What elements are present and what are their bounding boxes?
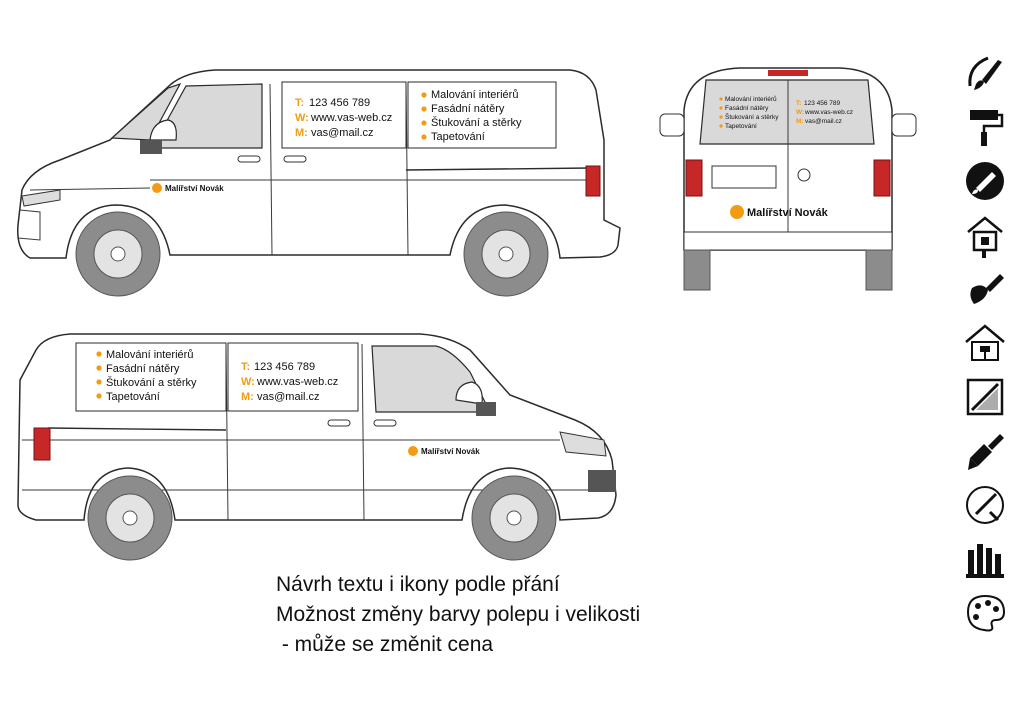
note-line-2: Možnost změny barvy polepu i velikosti xyxy=(276,603,641,626)
rear-web-label: W: xyxy=(796,109,804,116)
wall-painting-icon[interactable] xyxy=(962,374,1008,420)
drop-icon xyxy=(421,106,427,112)
drop-icon xyxy=(719,115,723,119)
rear-service-3: Štukování a stěrky xyxy=(725,112,779,121)
drop-icon xyxy=(719,97,723,101)
drop-icon xyxy=(719,124,723,128)
rear-service-2: Fasádní nátěry xyxy=(725,105,769,112)
pencil-circle-icon[interactable] xyxy=(962,482,1008,528)
side2-mail-label: M: xyxy=(241,391,254,403)
phone-text: 123 456 789 xyxy=(309,97,370,109)
side2-web-label: W: xyxy=(241,376,255,388)
art-supplies-icon[interactable] xyxy=(962,536,1008,582)
side2-service-1: Malování interiérů xyxy=(106,349,193,361)
brand-name-side2: Malířství Novák xyxy=(421,447,480,456)
wide-brush-icon[interactable] xyxy=(962,428,1008,474)
rear-service-4: Tapetování xyxy=(725,123,757,130)
service-4: Tapetování xyxy=(431,131,485,143)
drop-icon xyxy=(421,120,427,126)
side2-service-3: Štukování a stěrky xyxy=(106,376,197,389)
web-label: W: xyxy=(295,112,309,124)
services-panel-side1 xyxy=(407,81,557,149)
mail-text: vas@mail.cz xyxy=(311,127,374,139)
mail-label: M: xyxy=(295,127,308,139)
web-text: www.vas-web.cz xyxy=(310,112,392,124)
rear-service-1: Malování interiérů xyxy=(725,95,777,103)
drop-icon xyxy=(421,92,427,98)
drop-icon xyxy=(96,365,102,371)
contact-panel-side1 xyxy=(281,81,407,149)
brand-name-rear: Malířství Novák xyxy=(747,207,829,219)
house-painting-icon[interactable] xyxy=(962,320,1008,366)
side2-service-2: Fasádní nátěry xyxy=(106,363,180,375)
paint-brush-splash-icon[interactable] xyxy=(962,266,1008,312)
drop-icon xyxy=(421,134,427,140)
brush-circle-icon[interactable] xyxy=(962,158,1008,204)
rear-phone-label: T: xyxy=(796,100,801,107)
van-side-left: T: 123 456 789 W: www.vas-web.cz M: vas@… xyxy=(17,69,621,297)
service-1: Malování interiérů xyxy=(431,89,518,101)
palette-icon[interactable] xyxy=(962,590,1008,636)
house-roller-icon[interactable] xyxy=(962,212,1008,258)
side2-phone-label: T: xyxy=(241,361,250,373)
rear-phone-text: 123 456 789 xyxy=(804,100,841,107)
brand-name-side1: Malířství Novák xyxy=(165,184,224,193)
side2-service-4: Tapetování xyxy=(106,391,160,403)
van-rear: Malování interiérů Fasádní nátěry Štukov… xyxy=(659,67,917,291)
rear-mail-label: M: xyxy=(796,118,804,125)
drop-icon xyxy=(96,393,102,399)
side2-mail-text: vas@mail.cz xyxy=(257,391,320,403)
service-2: Fasádní nátěry xyxy=(431,103,505,115)
brush-stroke-icon[interactable] xyxy=(962,50,1008,96)
brand-logo-icon xyxy=(730,205,744,219)
note-line-3: - může se změnit cena xyxy=(276,633,494,656)
service-3: Štukování a stěrky xyxy=(431,116,522,129)
phone-label: T: xyxy=(295,97,304,109)
drop-icon xyxy=(96,351,102,357)
rear-mail-text: vas@mail.cz xyxy=(805,118,842,125)
side2-phone-text: 123 456 789 xyxy=(254,361,315,373)
side2-web-text: www.vas-web.cz xyxy=(256,376,338,388)
drop-icon xyxy=(719,106,723,110)
rear-web-text: www.vas-web.cz xyxy=(804,109,853,116)
paint-roller-icon[interactable] xyxy=(962,104,1008,150)
drop-icon xyxy=(96,379,102,385)
van-side-right: Malování interiérů Fasádní nátěry Štukov… xyxy=(17,333,617,561)
brand-logo-icon xyxy=(152,183,162,193)
brand-logo-icon xyxy=(408,446,418,456)
contact-panel-side2 xyxy=(227,342,359,412)
note-line-1: Návrh textu i ikony podle přání xyxy=(276,573,560,596)
